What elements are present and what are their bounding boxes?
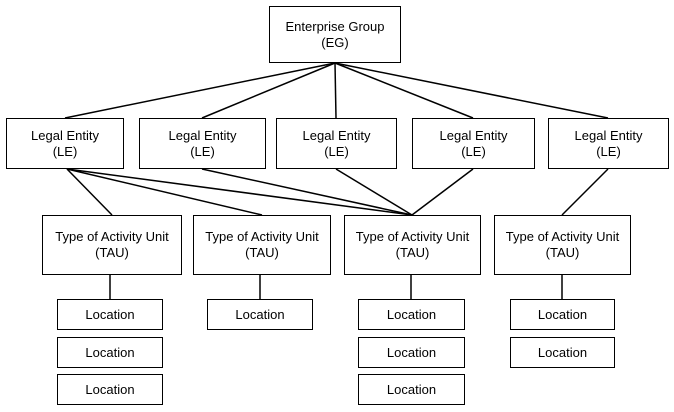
link-le3-tau2	[411, 168, 474, 216]
link-le1-tau2	[201, 168, 413, 216]
activity-unit-box: Type of Activity Unit (TAU)	[344, 215, 481, 275]
link-le0-tau0	[66, 168, 113, 216]
legal-entity-name: Legal Entity	[31, 127, 99, 143]
activity-unit-box: Type of Activity Unit (TAU)	[494, 215, 631, 275]
legal-entity-box: Legal Entity (LE)	[139, 118, 266, 169]
activity-unit-name: Type of Activity Unit	[355, 229, 470, 244]
activity-unit-name: Type of Activity Unit	[505, 229, 620, 244]
location-label: Location	[235, 306, 285, 322]
activity-unit-box: Type of Activity Unit (TAU)	[42, 215, 182, 275]
legal-entity-abbr: (LE)	[461, 143, 486, 159]
activity-unit-abbr: (TAU)	[395, 245, 430, 260]
link-le4-tau3	[561, 168, 609, 216]
location-label: Location	[85, 306, 135, 322]
activity-unit-abbr: (TAU)	[545, 245, 580, 260]
legal-entity-box: Legal Entity (LE)	[412, 118, 535, 169]
enterprise-group-name: Enterprise Group	[285, 18, 385, 34]
legal-entity-abbr: (LE)	[52, 143, 78, 159]
location-label: Location	[386, 306, 437, 322]
activity-unit-name: Type of Activity Unit	[55, 229, 169, 244]
legal-entity-abbr: (LE)	[190, 143, 215, 159]
location-label: Location	[537, 344, 588, 360]
location-label: Location	[386, 381, 437, 397]
legal-entity-name: Legal Entity	[302, 127, 371, 143]
legal-entity-box: Legal Entity (LE)	[6, 118, 124, 169]
link-eg-le-3	[334, 62, 474, 119]
legal-entity-name: Legal Entity	[439, 127, 508, 143]
link-eg-le-0	[64, 62, 336, 119]
link-eg-le-2	[334, 62, 337, 119]
legal-entity-name: Legal Entity	[168, 127, 237, 143]
location-box: Location	[510, 337, 615, 368]
activity-unit-abbr: (TAU)	[95, 245, 129, 260]
location-label: Location	[85, 344, 135, 360]
link-le0-tau2	[66, 168, 413, 216]
activity-unit-abbr: (TAU)	[245, 245, 279, 260]
legal-entity-name: Legal Entity	[574, 127, 643, 143]
link-le1-tau1	[66, 168, 263, 216]
location-label: Location	[386, 344, 437, 360]
location-box: Location	[510, 299, 615, 330]
enterprise-group-box: Enterprise Group (EG)	[269, 6, 401, 63]
location-box: Location	[358, 299, 465, 330]
location-box: Location	[57, 337, 163, 368]
legal-entity-abbr: (LE)	[596, 143, 621, 159]
enterprise-group-abbr: (EG)	[321, 34, 349, 50]
location-label: Location	[537, 306, 588, 322]
legal-entity-box: Legal Entity (LE)	[548, 118, 669, 169]
activity-unit-box: Type of Activity Unit (TAU)	[193, 215, 331, 275]
location-label: Location	[85, 381, 135, 397]
link-eg-le-4	[334, 62, 609, 119]
activity-unit-name: Type of Activity Unit	[205, 229, 319, 244]
location-box: Location	[57, 374, 163, 405]
location-box: Location	[358, 374, 465, 405]
link-eg-le-1	[201, 62, 336, 119]
location-box: Location	[207, 299, 313, 330]
link-le2-tau2	[335, 168, 413, 216]
location-box: Location	[57, 299, 163, 330]
legal-entity-box: Legal Entity (LE)	[276, 118, 397, 169]
legal-entity-abbr: (LE)	[324, 143, 349, 159]
location-box: Location	[358, 337, 465, 368]
